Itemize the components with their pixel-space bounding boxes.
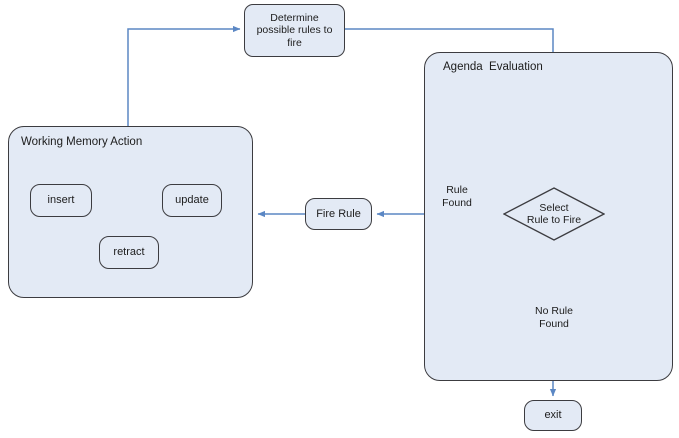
determine-possible-rules-node[interactable]: Determine possible rules to fire	[244, 4, 345, 57]
fire-rule-label: Fire Rule	[316, 207, 361, 220]
insert-label: insert	[47, 194, 75, 207]
insert-node[interactable]: insert	[30, 184, 92, 217]
rule-found-edge-label: Rule Found	[442, 184, 472, 209]
working-memory-action-label: Working Memory Action	[21, 136, 143, 148]
update-node[interactable]: update	[162, 184, 222, 217]
retract-node[interactable]: retract	[99, 236, 159, 269]
determine-possible-rules-label: Determine possible rules to fire	[256, 11, 333, 49]
retract-label: retract	[113, 246, 145, 259]
edge-wma-to-determine	[127, 25, 241, 126]
diamond-shape	[503, 187, 605, 241]
agenda-evaluation-label: Agenda Evaluation	[443, 61, 543, 73]
exit-label: exit	[544, 409, 562, 422]
fire-rule-node[interactable]: Fire Rule	[305, 198, 372, 230]
no-rule-found-edge-label: No Rule Found	[535, 305, 573, 330]
select-rule-to-fire-decision[interactable]: Select Rule to Fire	[503, 187, 605, 241]
update-label: update	[175, 194, 209, 207]
exit-node[interactable]: exit	[524, 400, 582, 431]
select-rule-to-fire-label: Select Rule to Fire	[526, 201, 582, 226]
